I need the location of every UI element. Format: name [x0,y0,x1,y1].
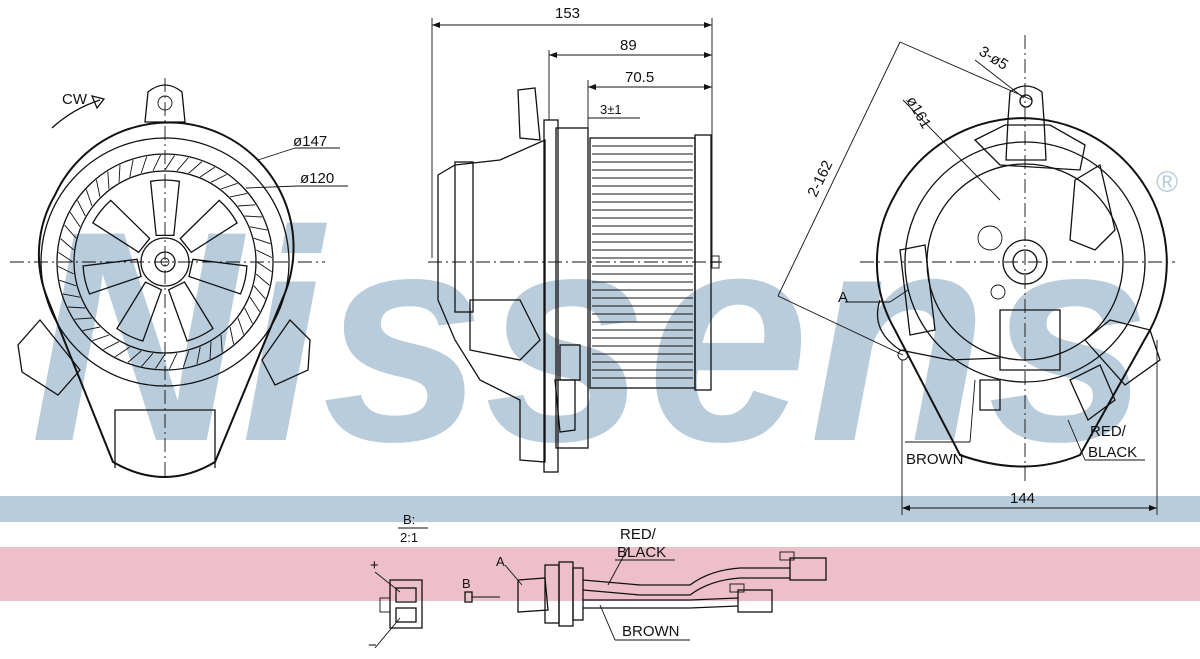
blower-fin [253,237,271,245]
holes-label: 3-ø5 [976,43,1011,74]
front-blower-fins [57,154,273,370]
dim-153-label: 153 [555,5,580,22]
side-wheel-slats [592,145,693,379]
dim-3-label: 3±1 [600,102,622,117]
blower-fin [220,334,223,353]
blower-fin [237,317,245,335]
front-view: CW ø147 ø120 [10,78,348,480]
blower-fin [196,346,201,365]
blower-fin [230,192,248,198]
blower-fin [152,154,162,171]
blower-fin [176,157,189,172]
rear-width-label: 144 [1010,490,1035,507]
blower-fin [188,161,203,174]
blower-fin [244,215,263,218]
blower-fin [155,353,166,369]
blower-fin [209,341,212,360]
blower-fin [164,155,175,171]
blower-fin [255,273,270,286]
blower-fin [244,307,253,324]
blower-fin [74,317,93,320]
blower-fin [69,212,81,228]
blower-fin [129,159,134,178]
blower-fin [85,189,93,207]
rear-black-label: BLACK [1088,444,1137,461]
rear-point-a-label: A [838,289,848,306]
scale-ratio: 2:1 [400,530,418,545]
rotation-label: CW [62,91,88,108]
blower-fin [127,350,142,363]
blower-fin [182,350,190,368]
blower-fin [103,341,120,350]
rear-red-label: RED/ [1090,423,1127,440]
blower-fin [107,171,110,190]
pink-band [0,547,1200,601]
blower-fin [256,249,273,259]
blower-fin [64,224,77,239]
blower-fin [95,179,101,197]
blower-fin [92,334,110,342]
minus-label: − [368,637,377,654]
blower-fin [118,164,121,183]
harness-brown-label: BROWN [622,623,680,640]
dia-120-label: ø120 [300,170,334,187]
fan-blade [149,179,181,237]
harness-point-a: A [496,554,505,569]
dim-70-5-label: 70.5 [625,69,654,86]
scale-title: B: [403,512,415,527]
blower-fin [67,306,86,309]
blower-fin [60,238,75,251]
blower-fin [77,200,86,217]
blower-fin [220,182,238,190]
fan-blade [188,258,248,295]
rear-brown-label: BROWN [906,451,964,468]
blower-fin [82,326,100,332]
side-view: 153 89 70.5 3±1 [428,5,722,473]
blower-fin [115,346,131,358]
blower-fin [249,296,261,312]
front-fan-blades [82,179,248,342]
blower-fin [199,166,215,178]
fan-blade [92,199,151,254]
dia-161-label: ø161 [903,94,935,132]
blower-fin [141,352,154,367]
blower-fin [210,174,227,183]
blower-fin [249,226,268,231]
blower-fin [229,327,235,345]
blower-fin [256,261,272,272]
blower-fin [58,252,74,263]
blower-fin [62,293,81,298]
connector-detail: B: 2:1 + − [368,512,428,654]
harness-black-label: BLACK [617,544,666,561]
fan-blade [82,258,142,295]
fan-blade [167,281,214,342]
harness-point-b: B [462,576,471,591]
fan-blade [116,281,163,342]
dia-147-label: ø147 [293,133,327,150]
registered-mark: ® [1156,166,1178,199]
fan-blade [179,199,238,254]
dim-89-label: 89 [620,37,637,54]
harness-red-label: RED/ [620,526,657,543]
blower-fin [253,285,266,300]
blower-fin [140,156,148,174]
wiring-harness: A B RED/ BLACK BROWN [462,526,827,641]
blower-fin [168,353,178,370]
plus-label: + [370,557,379,574]
blower-fin [237,204,256,207]
blower-fin [59,279,77,287]
blue-band [0,496,1200,522]
blower-fin [57,265,74,275]
